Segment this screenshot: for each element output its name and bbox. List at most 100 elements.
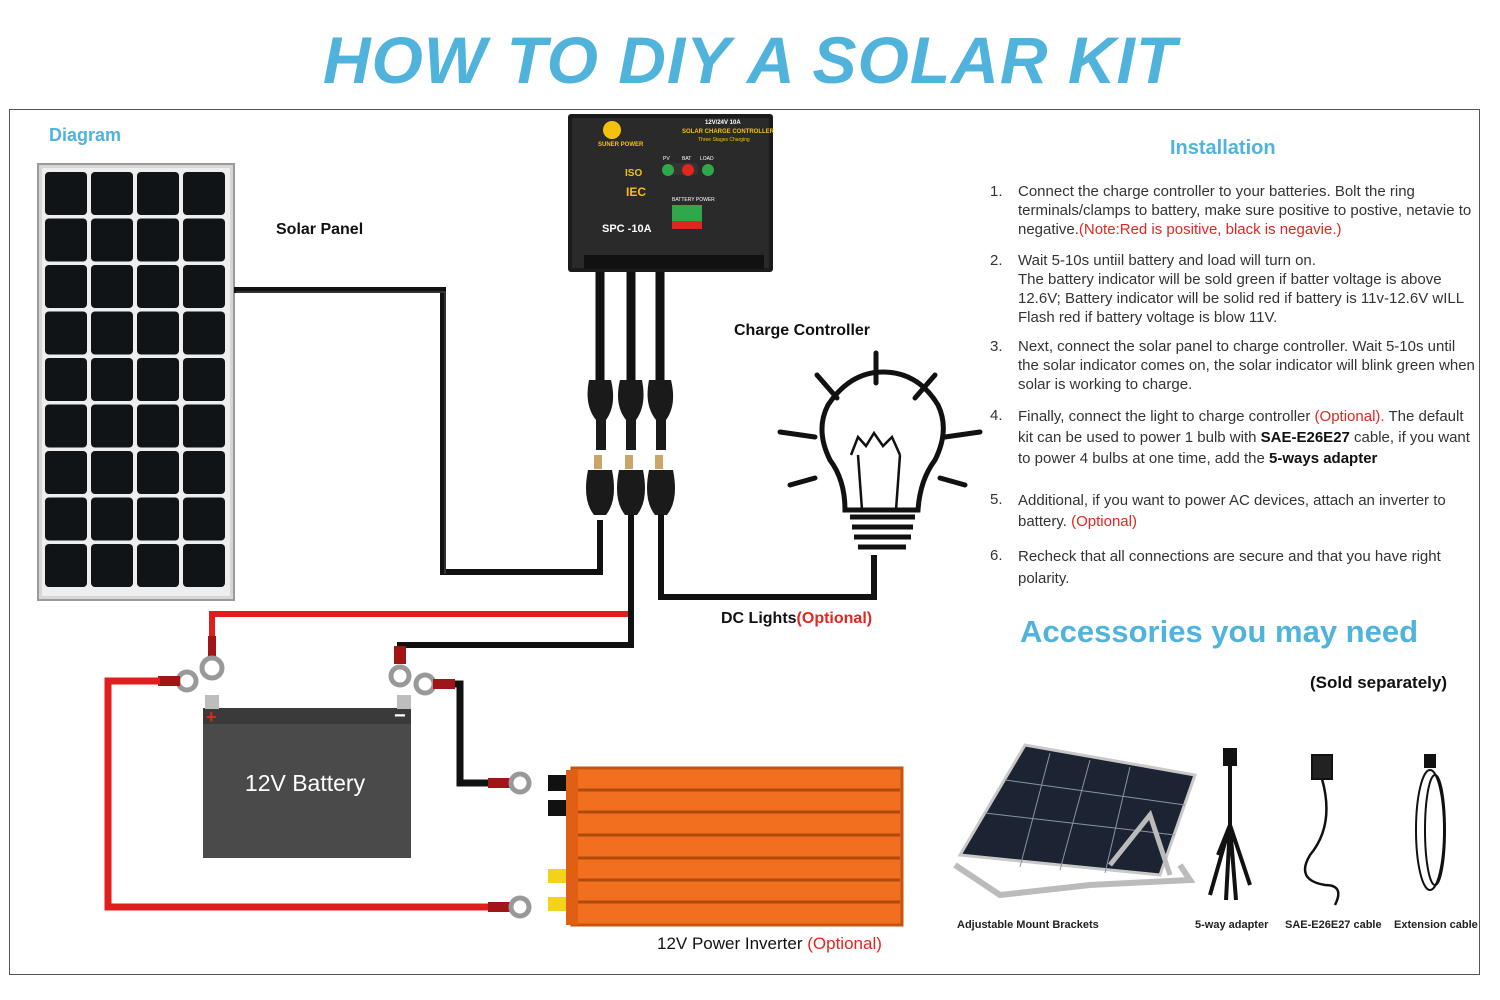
dc-lights-text: DC Lights (721, 610, 797, 627)
sae-e26e27-cable-image (1303, 754, 1340, 906)
step-1: 1. Connect the charge controller to your… (990, 182, 1480, 242)
solar-cell (45, 497, 87, 541)
solar-cell (183, 218, 225, 262)
controller-bat-label: BAT (682, 156, 691, 162)
step-text: Next, connect the solar panel to charge … (1018, 338, 1475, 393)
light-bulb-icon (777, 350, 983, 550)
solar-cell (137, 544, 179, 587)
sae-connectors (586, 380, 675, 515)
adapter-name: 5-ways adapter (1269, 450, 1378, 467)
solar-cell (91, 358, 133, 401)
controller-iso-mark: ISO (625, 168, 642, 179)
battery-label: 12V Battery (244, 770, 366, 796)
accessories-title: Accessories you may need (1020, 614, 1419, 649)
controller-iec-mark: IEC (626, 185, 646, 199)
dc-lights-optional: (Optional) (796, 610, 873, 627)
controller-model: SPC -10A (602, 223, 652, 235)
accessory-caption-extension: Extension cable (1394, 919, 1478, 931)
accessory-caption-sae-cable: SAE-E26E27 cable (1285, 919, 1382, 931)
step-text: cable, if you want to power 4 bulbs at o… (1018, 429, 1470, 467)
step-2: 2. Wait 5-10s untiil battery and load wi… (990, 251, 1480, 331)
solar-cell (45, 358, 87, 401)
step-text: Additional, if you want to power AC devi… (1018, 492, 1446, 530)
solar-cell (45, 265, 87, 308)
extension-cable-image (1415, 754, 1446, 891)
step-number: 6. (990, 547, 1003, 564)
solar-cell (183, 311, 225, 355)
solar-cell (91, 265, 133, 308)
solar-cell (91, 451, 133, 494)
step-number: 5. (990, 491, 1003, 508)
charge-controller-label: Charge Controller (734, 322, 871, 339)
solar-cell (45, 311, 87, 355)
solar-cell (183, 265, 225, 308)
solar-panel-image (37, 163, 235, 601)
battery-positive-sign: + (206, 707, 217, 727)
sold-separately-label: (Sold separately) (1310, 673, 1447, 692)
step-text: Connect the charge controller to your ba… (1018, 183, 1472, 238)
solar-cell (183, 451, 225, 494)
solar-cell (45, 404, 87, 448)
battery-image (203, 695, 411, 858)
step-text: Wait 5-10s untiil battery and load will … (1018, 252, 1316, 269)
solar-cell (137, 497, 179, 541)
step-5: 5. Additional, if you want to power AC d… (990, 490, 1480, 535)
solar-cell (137, 265, 179, 308)
controller-battery-power-label: BATTERY POWER (672, 197, 715, 203)
controller-load-label: LOAD (700, 156, 714, 162)
solar-cell (137, 172, 179, 215)
solar-cell (183, 404, 225, 448)
solar-cell (45, 451, 87, 494)
mount-bracket-panel-image (953, 743, 1197, 899)
solar-cell (45, 172, 87, 215)
step-number: 4. (990, 407, 1003, 424)
step-number: 2. (990, 252, 1003, 269)
step-optional: (Optional). (1314, 408, 1385, 425)
cable-name: SAE-E26E27 (1260, 429, 1350, 446)
solar-cell (91, 544, 133, 587)
charge-controller (568, 114, 773, 272)
accessory-caption-adapter: 5-way adapter (1195, 919, 1269, 931)
step-number: 1. (990, 183, 1003, 200)
solar-cell (183, 544, 225, 587)
inverter-text: 12V Power Inverter (657, 934, 808, 953)
inverter-optional: (Optional) (807, 934, 882, 953)
step-4: 4. Finally, connect the light to charge … (990, 406, 1480, 476)
step-text-detail: The battery indicator will be sold green… (1018, 271, 1464, 326)
step-6: 6. Recheck that all connections are secu… (990, 546, 1480, 591)
five-way-adapter-image (1208, 748, 1252, 901)
solar-cell (183, 172, 225, 215)
controller-pv-label: PV (663, 156, 670, 162)
controller-model-line: 12V/24V 10A (705, 120, 741, 126)
controller-name-line: SOLAR CHARGE CONTROLLER (682, 129, 775, 135)
diagram-frame (9, 109, 1480, 975)
step-text: The default kit can be used to power 1 b… (1018, 408, 1464, 446)
power-inverter-image (548, 766, 904, 927)
step-text: Recheck that all connections are secure … (1018, 548, 1441, 587)
controller-stage-line: Three Stages Charging (698, 137, 750, 143)
solar-cell (183, 497, 225, 541)
solar-cell (91, 497, 133, 541)
solar-cell (91, 218, 133, 262)
solar-cell (45, 218, 87, 262)
step-optional: (Optional) (1071, 513, 1137, 530)
accessory-caption-brackets: Adjustable Mount Brackets (957, 919, 1099, 931)
step-number: 3. (990, 338, 1003, 355)
step-text: Finally, connect the light to charge con… (1018, 408, 1315, 425)
accessories-images (953, 743, 1446, 906)
solar-cell (45, 544, 87, 587)
installation-title: Installation (1170, 137, 1276, 159)
page-title: HOW TO DIY A SOLAR KIT (322, 23, 1178, 97)
solar-cell (91, 311, 133, 355)
solar-cell (137, 311, 179, 355)
battery-negative-sign: − (394, 705, 406, 727)
step-note: (Note:Red is positive, black is negavie.… (1078, 221, 1342, 238)
solar-cell (137, 404, 179, 448)
diagram-label: Diagram (49, 125, 122, 145)
inverter-label: 12V Power Inverter (Optional) (657, 934, 882, 954)
solar-cell (137, 218, 179, 262)
solar-cell (91, 404, 133, 448)
solar-cell (137, 451, 179, 494)
solar-cell (91, 172, 133, 215)
